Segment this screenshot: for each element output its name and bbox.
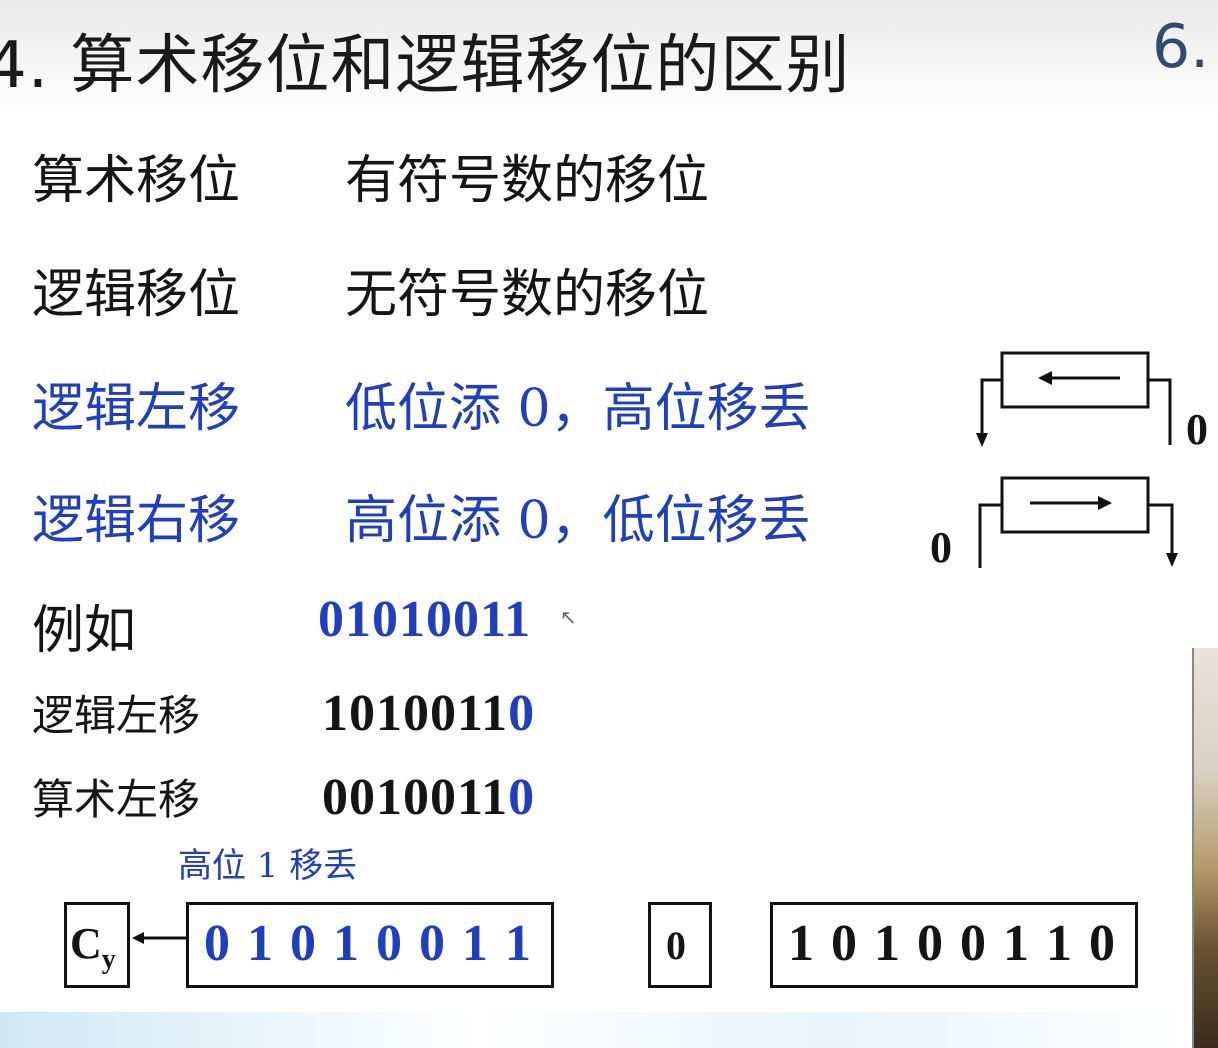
row-desc-logical-right-shift: 高位添 0，低位移丢 <box>345 491 811 551</box>
source-bits-box <box>186 902 554 988</box>
high-bit-dropped-note: 高位 1 移丢 <box>178 846 358 886</box>
row-desc-logical-left-shift: 低位添 0，高位移丢 <box>345 379 811 439</box>
logic-left-result-shifted: 1010011 <box>322 685 509 742</box>
example-value: 01010011 <box>318 591 532 648</box>
header-band <box>0 0 1218 115</box>
logic-left-label: 逻辑左移 <box>32 691 201 740</box>
carry-label: Cy <box>70 918 116 976</box>
row-label-logical-right-shift: 逻辑右移 <box>32 491 241 551</box>
slide-title: 4. 算术移位和逻辑移位的区别 <box>0 29 851 103</box>
left-shift-diagram <box>976 351 1172 447</box>
left-shift-fill-zero: 0 <box>1186 405 1209 454</box>
row-label-arithmetic-shift: 算术移位 <box>32 151 241 211</box>
video-thumbnail <box>1192 648 1218 1048</box>
row-desc-logical-shift: 无符号数的移位 <box>345 265 710 325</box>
arith-left-result-fill: 0 <box>508 769 536 826</box>
right-shift-fill-zero: 0 <box>930 523 953 572</box>
row-label-logical-shift: 逻辑移位 <box>32 265 241 325</box>
row-label-logical-left-shift: 逻辑左移 <box>32 379 241 439</box>
zero-box-value: 0 <box>666 923 686 968</box>
result-bits: 1 0 1 0 0 1 1 0 <box>788 915 1117 972</box>
row-desc-arithmetic-shift: 有符号数的移位 <box>345 151 710 211</box>
logic-left-result: 10100110 <box>322 684 535 743</box>
carry-box <box>64 902 130 988</box>
zero-box <box>648 902 712 988</box>
mouse-pointer-icon: ↖ <box>560 605 577 629</box>
arith-left-result-shifted: 0010011 <box>322 769 509 826</box>
carry-arrow <box>132 932 186 944</box>
arith-left-result: 00100110 <box>322 768 535 827</box>
logic-left-result-fill: 0 <box>508 685 536 742</box>
carry-subscript: y <box>101 943 116 975</box>
arith-left-label: 算术左移 <box>32 775 201 824</box>
right-shift-diagram <box>978 476 1178 568</box>
bottom-decoration <box>0 1012 1190 1048</box>
example-label: 例如 <box>32 601 137 661</box>
source-bits: 0 1 0 1 0 0 1 1 <box>204 915 533 972</box>
slide-number: 6. <box>1152 12 1210 82</box>
carry-letter: C <box>70 919 102 968</box>
result-bits-box <box>770 902 1138 988</box>
